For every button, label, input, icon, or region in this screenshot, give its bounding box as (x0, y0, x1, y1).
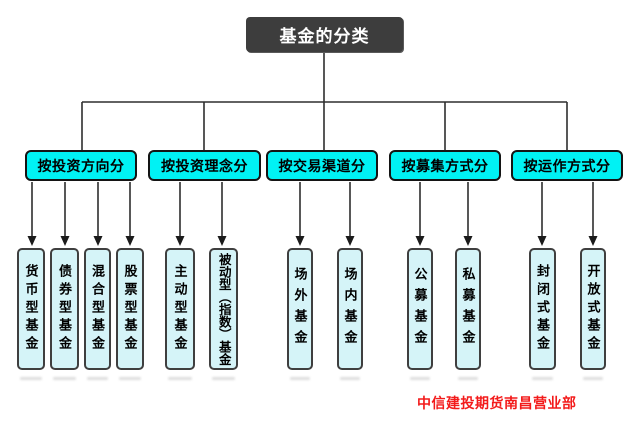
leaf-node-private-fund: 私募基金 (455, 248, 481, 370)
leaf-label: 被动型（指数）基金 (216, 252, 231, 366)
leaf-label: 股票型基金 (122, 264, 138, 354)
leaf-label: 私募基金 (460, 267, 476, 351)
watermark-caption: 中信建投期货南昌营业部 (417, 395, 577, 411)
leaf-node-public-fund: 公募基金 (407, 248, 433, 370)
category-node-investment-philosophy: 按投资理念分 (148, 150, 261, 181)
leaf-node-bond-fund: 债券型基金 (50, 248, 79, 370)
arrowhead-icons (27, 236, 598, 246)
leaf-node-stock-fund: 股票型基金 (116, 248, 144, 370)
category-node-operation-mode: 按运作方式分 (511, 150, 623, 181)
leaf-label: 封闭式基金 (535, 264, 550, 354)
leaf-node-active-fund: 主动型基金 (165, 248, 195, 370)
leaf-node-closed-end-fund: 封闭式基金 (529, 248, 556, 370)
leaf-node-money-fund: 货币型基金 (17, 248, 45, 370)
arrow-shaft-lines (31, 182, 594, 237)
leaf-node-hybrid-fund: 混合型基金 (84, 248, 111, 370)
category-label: 按投资方向分 (37, 157, 125, 174)
category-label: 按交易渠道分 (278, 157, 366, 174)
leaf-label: 主动型基金 (172, 264, 188, 354)
category-label: 按募集方式分 (401, 157, 489, 174)
root-node-title: 基金的分类 (246, 17, 403, 52)
category-node-trading-channel: 按交易渠道分 (266, 150, 378, 181)
leaf-label: 货币型基金 (23, 264, 39, 354)
leaf-node-exchange-fund: 场内基金 (337, 248, 363, 370)
leaf-node-otc-fund: 场外基金 (287, 248, 313, 370)
leaf-label: 债券型基金 (57, 264, 72, 354)
leaf-label: 公募基金 (412, 267, 428, 351)
leaf-node-open-end-fund: 开放式基金 (580, 248, 606, 370)
leaf-label: 场内基金 (342, 267, 358, 351)
category-node-fundraising-method: 按募集方式分 (389, 150, 501, 181)
tree-trunk-lines (81, 52, 568, 150)
category-label: 按运作方式分 (523, 157, 611, 174)
leaf-node-passive-index-fund: 被动型（指数）基金 (209, 248, 238, 370)
leaf-label: 开放式基金 (585, 264, 601, 354)
category-node-investment-direction: 按投资方向分 (25, 150, 137, 181)
leaf-label: 场外基金 (292, 267, 308, 351)
category-label: 按投资理念分 (161, 157, 248, 174)
leaf-label: 混合型基金 (90, 264, 105, 354)
root-node-label: 基金的分类 (279, 27, 370, 46)
